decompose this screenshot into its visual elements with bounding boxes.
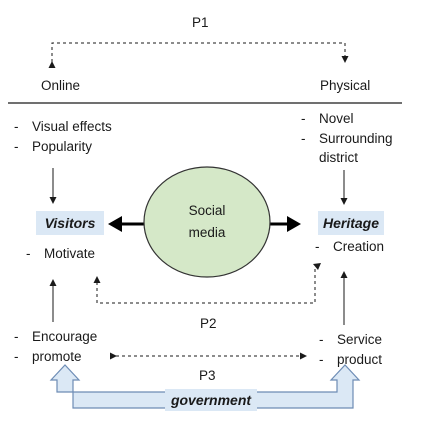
right-list-item: -Surrounding [301, 131, 393, 146]
p1-label: P1 [192, 15, 209, 30]
service-text: Service [337, 332, 383, 347]
government-box: government [165, 389, 257, 411]
p1-dashed-connector [48, 42, 349, 68]
surrounding-text: Surrounding [319, 131, 393, 146]
visitors-sub-item: -Motivate [26, 246, 96, 261]
creation-text: Creation [333, 239, 385, 254]
novel-text: Novel [319, 111, 354, 126]
left-list-item: -Visual effects [14, 119, 112, 134]
heritage-label: Heritage [322, 215, 380, 231]
motivate-text: Motivate [44, 246, 96, 261]
promote-text: promote [32, 349, 82, 364]
left-bottom-list-item: -promote [14, 349, 82, 364]
p2-right-arrowhead [313, 263, 321, 270]
p2-label: P2 [200, 316, 217, 331]
social-to-visitors-arrowhead [108, 216, 122, 232]
right-bottom-list-item: -product [319, 352, 383, 367]
popularity-text: Popularity [32, 139, 93, 154]
right-list-item: -Novel [301, 111, 354, 126]
physical-label: Physical [320, 78, 371, 93]
heritage-box: Heritage [318, 211, 384, 235]
social-to-heritage-arrowhead [287, 216, 301, 232]
social-media-circle [143, 166, 271, 278]
visitors-label: Visitors [44, 215, 96, 231]
social-media-label-line2: media [189, 225, 226, 240]
right-bottom-list-item: -Service [319, 332, 383, 347]
online-label: Online [41, 78, 81, 93]
social-media-label-line1: Social [189, 203, 226, 218]
visual-effects-text: Visual effects [32, 119, 112, 134]
government-label: government [170, 392, 252, 408]
p3-label: P3 [199, 368, 216, 383]
encourage-text: Encourage [32, 329, 98, 344]
government-right-block-arrow [254, 364, 361, 409]
product-text: product [337, 352, 383, 367]
government-left-block-arrow [49, 364, 175, 409]
p2-dashed-connector [96, 264, 319, 304]
heritage-sub-item: -Creation [315, 239, 385, 254]
p2-left-arrowhead [93, 276, 101, 283]
left-bottom-list-item: -Encourage [14, 329, 98, 344]
left-list-item: -Popularity [14, 139, 93, 154]
visitors-box: Visitors [36, 211, 104, 235]
district-text: district [319, 150, 359, 165]
